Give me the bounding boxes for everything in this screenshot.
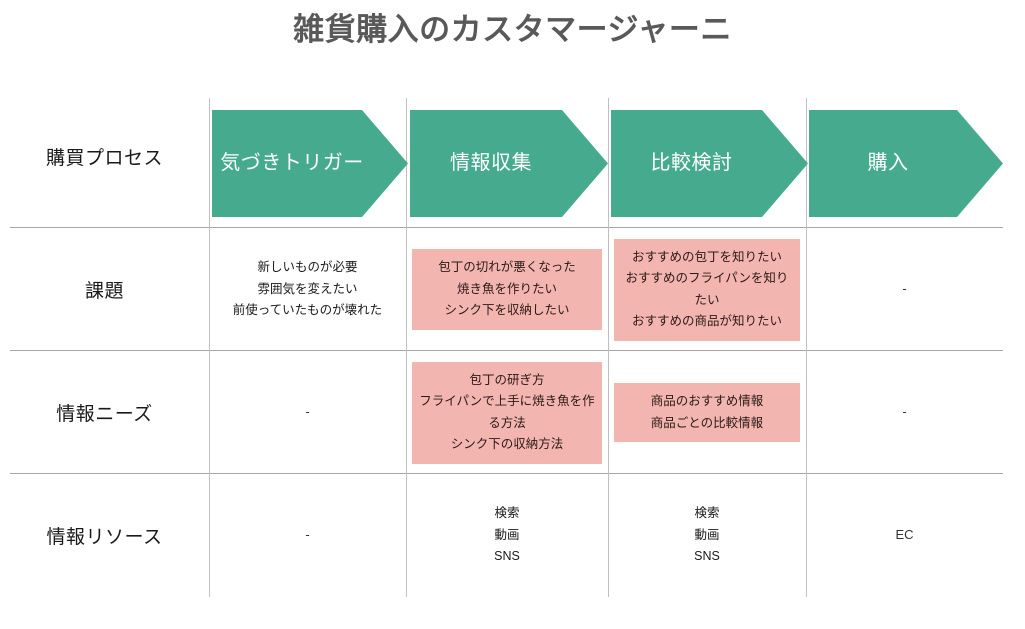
cell-content: EC xyxy=(895,527,914,543)
table-cell[interactable]: - xyxy=(209,351,406,474)
cell-content: 検索 動画 SNS xyxy=(694,506,720,564)
row-label-information-resources: 情報リソース xyxy=(46,527,163,548)
table-cell[interactable]: 検索 動画 SNS xyxy=(608,474,806,597)
cell-content: 新しいものが必要 雰囲気を変えたい 前使っていたものが壊れた xyxy=(232,260,383,318)
cell-content: 包丁の切れが悪くなった 焼き魚を作りたい シンク下を収納したい xyxy=(412,249,602,330)
column-separator-2 xyxy=(406,98,407,597)
row-separator-1 xyxy=(10,227,1003,228)
row-label-information-needs: 情報ニーズ xyxy=(56,404,153,425)
process-row: 購買プロセス 気づきトリガー 情報収集 比較検討 購入 xyxy=(0,98,1025,228)
row-label-issues: 課題 xyxy=(84,281,124,302)
table-cell[interactable]: おすすめの包丁を知りたい おすすめのフライパンを知りたい おすすめの商品が知りた… xyxy=(608,228,806,351)
column-separator-3 xyxy=(608,98,609,597)
table-cell[interactable]: - xyxy=(806,228,1003,351)
stage-arrow-purchase[interactable]: 購入 xyxy=(809,110,1003,217)
data-row-issues: 課題 新しいものが必要 雰囲気を変えたい 前使っていたものが壊れた 包丁の切れが… xyxy=(0,228,1025,351)
table-cell[interactable]: 包丁の研ぎ方 フライパンで上手に焼き魚を作る方法 シンク下の収納方法 xyxy=(406,351,608,474)
stage-arrow-awareness-trigger[interactable]: 気づきトリガー xyxy=(212,110,408,217)
cell-content: 包丁の研ぎ方 フライパンで上手に焼き魚を作る方法 シンク下の収納方法 xyxy=(412,361,602,464)
cell-content: 商品のおすすめ情報 商品ごとの比較情報 xyxy=(614,383,800,442)
table-cell[interactable]: EC xyxy=(806,474,1003,597)
data-row-information-resources: 情報リソース - 検索 動画 SNS 検索 動画 SNS EC xyxy=(0,474,1025,597)
table-cell[interactable]: - xyxy=(806,351,1003,474)
stage-label-purchase: 購入 xyxy=(867,152,909,174)
table-cell[interactable]: 包丁の切れが悪くなった 焼き魚を作りたい シンク下を収納したい xyxy=(406,228,608,351)
table-cell[interactable]: 新しいものが必要 雰囲気を変えたい 前使っていたものが壊れた xyxy=(209,228,406,351)
row-label-process: 購買プロセス xyxy=(45,147,163,169)
table-cell[interactable]: - xyxy=(209,474,406,597)
row-separator-2 xyxy=(10,350,1003,351)
table-cell[interactable]: 商品のおすすめ情報 商品ごとの比較情報 xyxy=(608,351,806,474)
page-title: 雑貨購入のカスタマージャーニ xyxy=(293,12,732,47)
customer-journey-matrix: 購買プロセス 気づきトリガー 情報収集 比較検討 購入 課題 新しいものが必要 … xyxy=(0,98,1025,598)
cell-content: - xyxy=(902,404,907,420)
cell-content: - xyxy=(902,281,907,297)
table-cell[interactable]: 検索 動画 SNS xyxy=(406,474,608,597)
cell-content: - xyxy=(305,404,310,420)
stage-label-awareness-trigger: 気づきトリガー xyxy=(220,152,364,174)
column-separator-1 xyxy=(209,98,210,597)
data-row-information-needs: 情報ニーズ - 包丁の研ぎ方 フライパンで上手に焼き魚を作る方法 シンク下の収納… xyxy=(0,351,1025,474)
cell-content: おすすめの包丁を知りたい おすすめのフライパンを知りたい おすすめの商品が知りた… xyxy=(614,238,800,341)
cell-content: - xyxy=(305,527,310,543)
stage-label-information-gathering: 情報収集 xyxy=(450,152,532,174)
stage-arrow-comparison[interactable]: 比較検討 xyxy=(611,110,808,217)
stage-label-comparison: 比較検討 xyxy=(650,152,733,174)
cell-content: 検索 動画 SNS xyxy=(494,506,520,564)
row-separator-3 xyxy=(10,473,1003,474)
stage-arrow-information-gathering[interactable]: 情報収集 xyxy=(410,110,608,217)
column-separator-4 xyxy=(806,98,807,597)
